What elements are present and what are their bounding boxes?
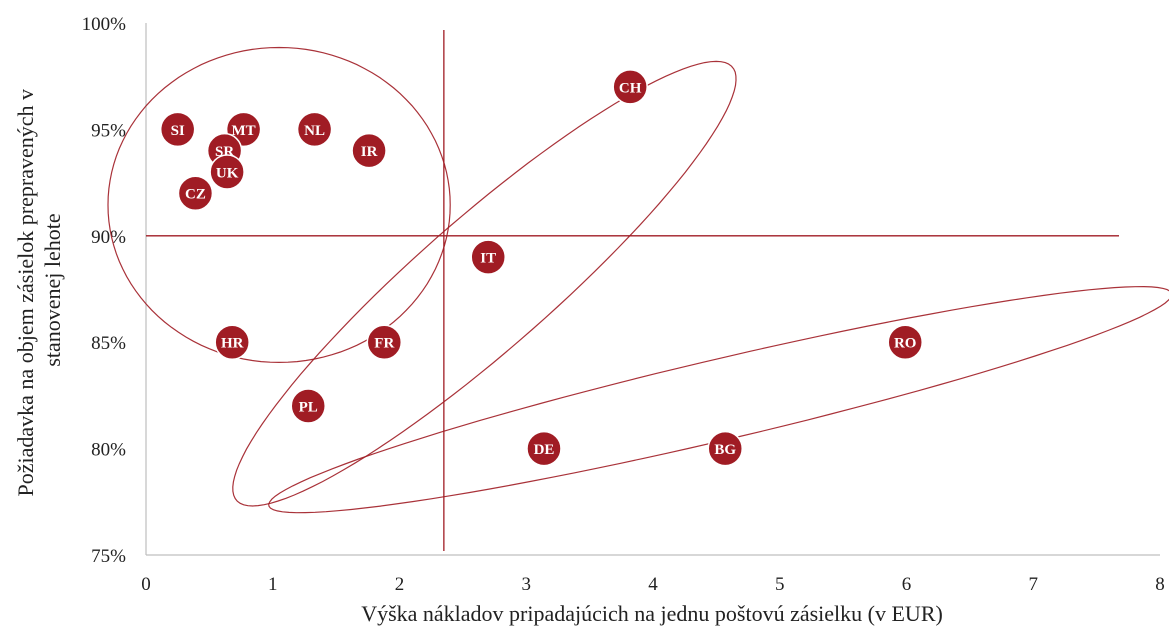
x-tick-label: 4	[648, 574, 658, 595]
data-point-label: PL	[299, 400, 318, 416]
y-tick-label: 95%	[91, 120, 126, 141]
cluster-ellipse	[268, 285, 1169, 514]
x-tick-label: 8	[1155, 574, 1165, 595]
data-point-label: RO	[894, 336, 917, 352]
data-point-marker	[177, 175, 214, 211]
reference-lines	[146, 30, 1119, 551]
data-point-marker	[159, 111, 196, 148]
x-tick-label: 3	[522, 574, 532, 595]
x-tick-label: 1	[268, 574, 278, 595]
x-axis-title: Výška nákladov pripadajúcich na jednu po…	[361, 601, 943, 626]
data-point-marker	[209, 154, 245, 190]
cluster-ellipses	[107, 46, 1169, 514]
y-tick-label: 80%	[91, 440, 126, 461]
data-point-label: CZ	[185, 187, 206, 203]
data-point-marker	[366, 324, 403, 360]
data-point-marker	[290, 388, 326, 424]
data-point-label: NL	[304, 123, 325, 139]
x-tick-label: 0	[141, 574, 151, 595]
y-axis-title-line-2: stanovenej lehote	[40, 213, 65, 366]
axes	[145, 23, 1160, 556]
data-point-label: HR	[221, 336, 244, 352]
y-tick-label: 85%	[91, 333, 126, 354]
y-tick-label: 100%	[82, 14, 127, 35]
data-point-marker	[470, 239, 506, 275]
x-tick-label: 7	[1029, 574, 1039, 595]
tick-labels: 0 1 2 3 4 5 6 7 8 75% 80% 85% 90% 95% 100%	[82, 14, 1165, 595]
data-point-label: IT	[480, 251, 496, 267]
data-point-label: FR	[374, 336, 394, 352]
cluster-ellipse	[107, 46, 451, 364]
data-point-label: CH	[619, 80, 642, 96]
data-point-marker	[612, 69, 648, 105]
cluster-ellipse	[232, 60, 737, 507]
data-point-label: UK	[216, 165, 239, 181]
x-tick-label: 6	[902, 574, 912, 595]
data-point-label: SI	[171, 123, 185, 139]
data-point-marker	[214, 324, 250, 360]
y-tick-label: 90%	[91, 227, 126, 248]
y-axis-title: Požiadavka na objem zásielok prepravenýc…	[13, 84, 65, 497]
x-tick-label: 5	[775, 574, 785, 595]
data-point-marker	[887, 324, 923, 360]
y-tick-label: 75%	[91, 546, 126, 567]
data-point-marker	[526, 430, 562, 467]
x-tick-label: 2	[395, 574, 405, 595]
data-point-marker	[351, 132, 387, 169]
data-point-label: DE	[534, 442, 555, 458]
data-point-marker	[707, 430, 743, 467]
data-point-marker	[296, 111, 333, 148]
y-axis-title-line-1: Požiadavka na objem zásielok prepravenýc…	[13, 89, 38, 496]
data-point-label: BG	[714, 442, 736, 458]
data-point-label: IR	[361, 144, 378, 160]
data-point-label: MT	[232, 123, 256, 139]
